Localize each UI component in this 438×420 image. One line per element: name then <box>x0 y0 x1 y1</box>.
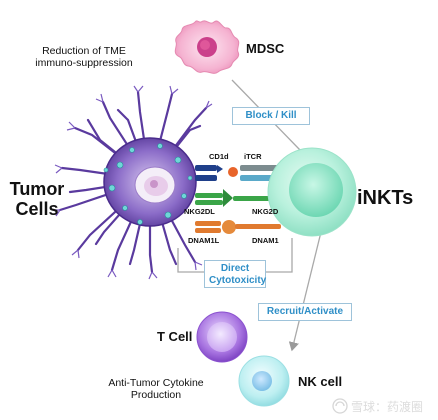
tme-label: Reduction of TME immuno-suppression <box>35 45 133 69</box>
nkcell-label: NK cell <box>298 374 343 389</box>
xueqiu-logo-icon <box>332 398 348 414</box>
watermark-text: 雪球：药渡圈 <box>351 400 424 414</box>
cd1d-label: CD1d <box>209 152 229 161</box>
dnam1-label: DNAM1 <box>252 236 279 245</box>
nkg2dl-ligand <box>195 193 223 198</box>
dnam1-pair <box>195 220 281 234</box>
tumor-spike-tips <box>53 85 213 280</box>
cd1d-itcr-pair <box>195 165 280 181</box>
itcr-label: iTCR <box>244 152 262 161</box>
tumor-cell <box>53 85 213 280</box>
dnam1-receptor <box>222 220 236 234</box>
tumor-vesicles <box>103 143 193 225</box>
mdsc-label: MDSC <box>246 41 285 56</box>
itcr-receptor <box>240 165 280 171</box>
mdsc-cell <box>174 20 240 74</box>
nk-cell <box>238 355 290 407</box>
direct-cytotoxicity-box: Direct Cytotoxicity <box>204 260 266 288</box>
inkt-nk-arrow <box>288 227 323 352</box>
nkg2d-label: NKG2D <box>252 207 279 216</box>
tumor-label: Tumor Cells <box>9 179 65 219</box>
cytokine-label: Anti-Tumor Cytokine Production <box>108 377 204 401</box>
antigen-ball <box>228 167 238 177</box>
tcell-label: T Cell <box>157 329 193 344</box>
nkcell-nucleus <box>252 371 272 391</box>
cd1d-receptor <box>195 165 217 171</box>
block-kill-box: Block / Kill <box>232 107 310 125</box>
inkts-label: iNKTs <box>357 187 414 209</box>
dnam1l-ligand <box>195 221 221 226</box>
recruit-activate-box: Recruit/Activate <box>258 303 352 321</box>
inkt-cell <box>267 147 357 237</box>
t-cell <box>196 311 248 363</box>
nkg2dl-label: NKG2DL <box>184 207 215 216</box>
nkg2d-receptor <box>223 189 233 207</box>
tcell-nucleus <box>207 322 237 352</box>
inkt-nucleus <box>289 163 343 217</box>
dnam1l-label: DNAM1L <box>188 236 220 245</box>
